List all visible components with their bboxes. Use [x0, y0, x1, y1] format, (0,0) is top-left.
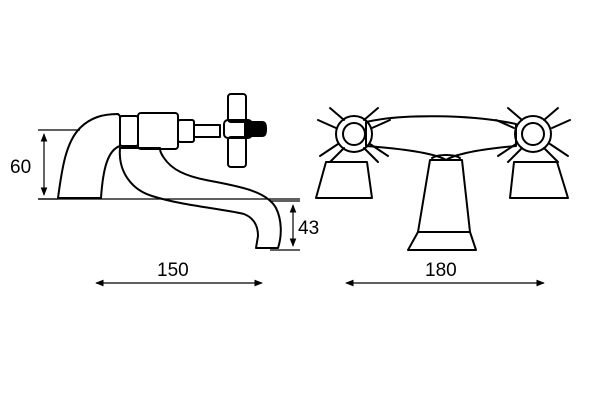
- side-view: 60 43 150: [10, 93, 319, 287]
- side-body-outline: [57, 113, 121, 199]
- side-spindle: [193, 124, 221, 138]
- front-bridge: [365, 115, 517, 161]
- side-collar: [119, 115, 139, 147]
- dim-label-150: 150: [157, 260, 189, 281]
- front-right-crosshead: [495, 107, 571, 163]
- front-left-crosshead: [317, 107, 391, 163]
- dim-label-43: 43: [298, 218, 319, 239]
- front-left-body: [315, 161, 373, 199]
- side-body-cylinder: [137, 112, 179, 150]
- front-view: 180: [315, 107, 571, 287]
- front-pillar: [417, 159, 471, 233]
- front-pillar-cap: [431, 154, 461, 159]
- dim-label-60: 60: [10, 157, 31, 178]
- side-nut: [177, 119, 195, 143]
- side-spout: [118, 147, 282, 249]
- front-right-body: [509, 161, 569, 199]
- dim-label-180: 180: [425, 260, 457, 281]
- front-pillar-base: [407, 231, 477, 251]
- side-crosshead-handle: [223, 93, 267, 168]
